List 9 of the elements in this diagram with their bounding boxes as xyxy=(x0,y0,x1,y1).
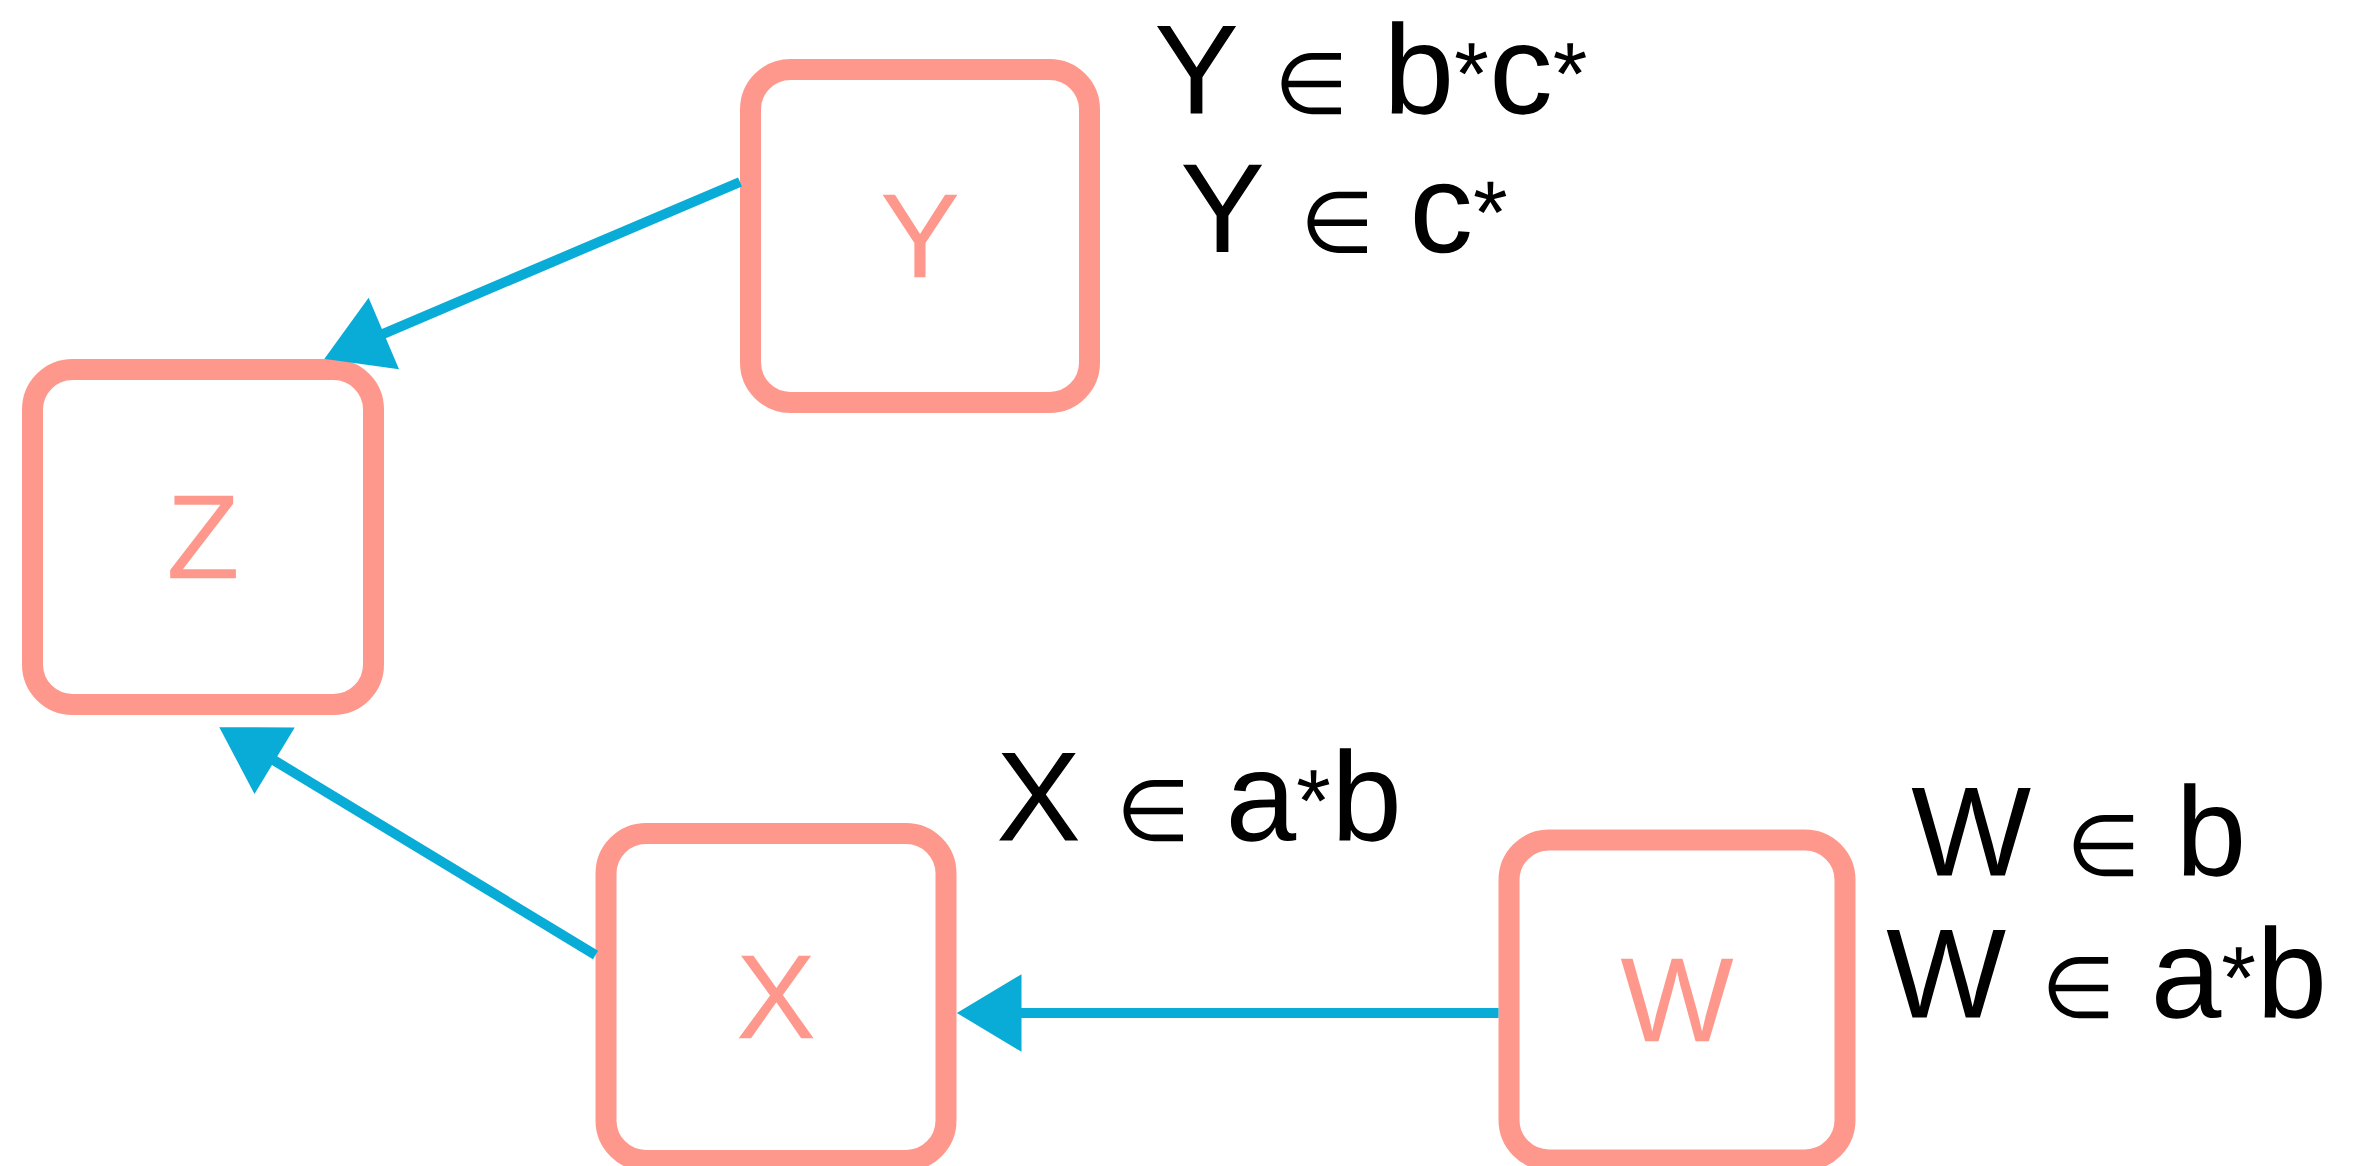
letter-box: W xyxy=(1498,829,1856,1166)
set-membership-label: W ∈ b xyxy=(1911,783,2241,877)
set-membership-label: Y ∈ b$^{*}$c$^{*}$ xyxy=(1157,21,1586,115)
letter-box: Y xyxy=(740,59,1100,413)
set-membership-label: X ∈ a$^{*}$b xyxy=(999,748,1397,842)
letter-box: Z xyxy=(22,359,384,715)
set-membership-label: W ∈ a$^{*}$b xyxy=(1886,925,2322,1019)
set-membership-label: Y ∈ c$^{*}$ xyxy=(1183,164,1507,254)
letter-box: X xyxy=(595,823,957,1166)
